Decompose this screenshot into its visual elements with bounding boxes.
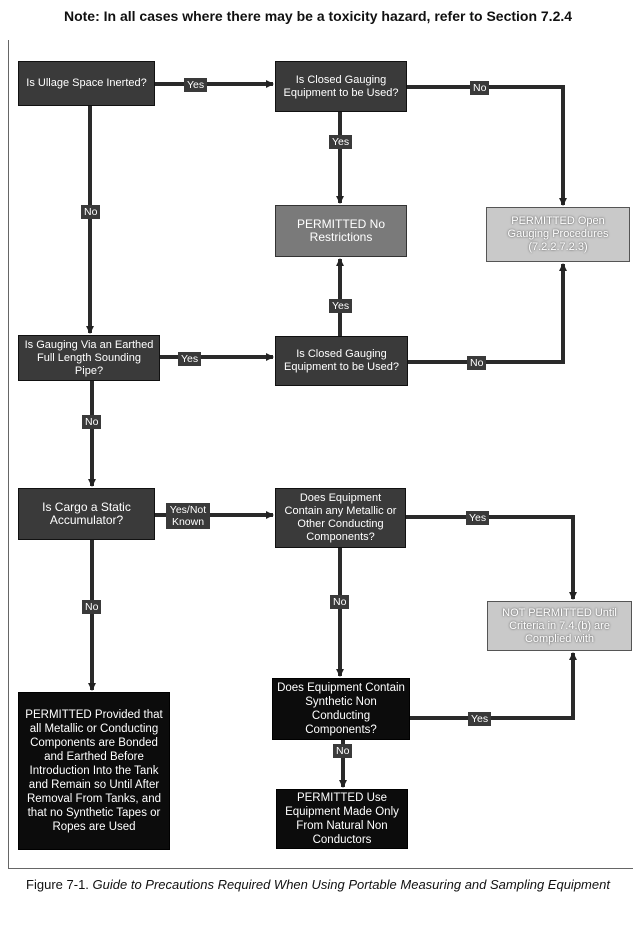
figure-caption: Figure 7-1. Guide to Precautions Require… xyxy=(0,876,636,893)
edge-label-sounding-no: No xyxy=(82,415,102,429)
edge-label-ullage-yes: Yes xyxy=(184,78,208,92)
decision-sounding-pipe: Is Gauging Via an Earthed Full Length So… xyxy=(18,335,160,381)
edge-label-metallic-no: No xyxy=(330,595,350,609)
decision-ullage-inerted: Is Ullage Space Inerted? xyxy=(18,61,155,106)
arrow-metallic-yes xyxy=(406,515,577,600)
figure-frame xyxy=(8,40,633,869)
edge-label-sounding-yes: Yes xyxy=(178,352,202,366)
arrow-closed2-no xyxy=(408,263,567,364)
outcome-permitted-no-restrictions: PERMITTED No Restrictions xyxy=(275,205,407,257)
outcome-permitted-natural: PERMITTED Use Equipment Made Only From N… xyxy=(276,789,408,849)
toxicity-note: Note: In all cases where there may be a … xyxy=(63,8,573,24)
decision-synthetic-components: Does Equipment Contain Synthetic Non Con… xyxy=(272,678,410,740)
edge-label-closed1-yes: Yes xyxy=(329,135,353,149)
edge-label-synthetic-yes: Yes xyxy=(468,712,492,726)
edge-label-closed1-no: No xyxy=(470,81,490,95)
caption-prefix: Figure 7-1. xyxy=(26,877,89,892)
decision-closed-gauging-2: Is Closed Gauging Equipment to be Used? xyxy=(275,336,408,386)
decision-static-accumulator: Is Cargo a Static Accumulator? xyxy=(18,488,155,540)
edge-label-static-no: No xyxy=(82,600,102,614)
edge-label-closed2-no: No xyxy=(467,356,487,370)
edge-label-synthetic-no: No xyxy=(333,744,353,758)
edge-label-ullage-no: No xyxy=(81,205,101,219)
outcome-permitted-bonded: PERMITTED Provided that all Metallic or … xyxy=(18,692,170,850)
decision-closed-gauging-1: Is Closed Gauging Equipment to be Used? xyxy=(275,61,407,112)
edge-label-metallic-yes: Yes xyxy=(466,511,490,525)
outcome-not-permitted: NOT PERMITTED Until Criteria in 7.4.(b) … xyxy=(487,601,632,651)
edge-label-static-yes-not-known: Yes/Not Known xyxy=(166,503,210,529)
edge-label-closed2-yes: Yes xyxy=(329,299,353,313)
outcome-permitted-open-gauging: PERMITTED Open Gauging Procedures (7.2.2… xyxy=(486,207,630,262)
decision-metallic-components: Does Equipment Contain any Metallic or O… xyxy=(275,488,406,548)
arrow-synthetic-yes xyxy=(410,652,577,720)
arrow-closed1-no xyxy=(407,85,567,206)
caption-title: Guide to Precautions Required When Using… xyxy=(92,877,610,892)
